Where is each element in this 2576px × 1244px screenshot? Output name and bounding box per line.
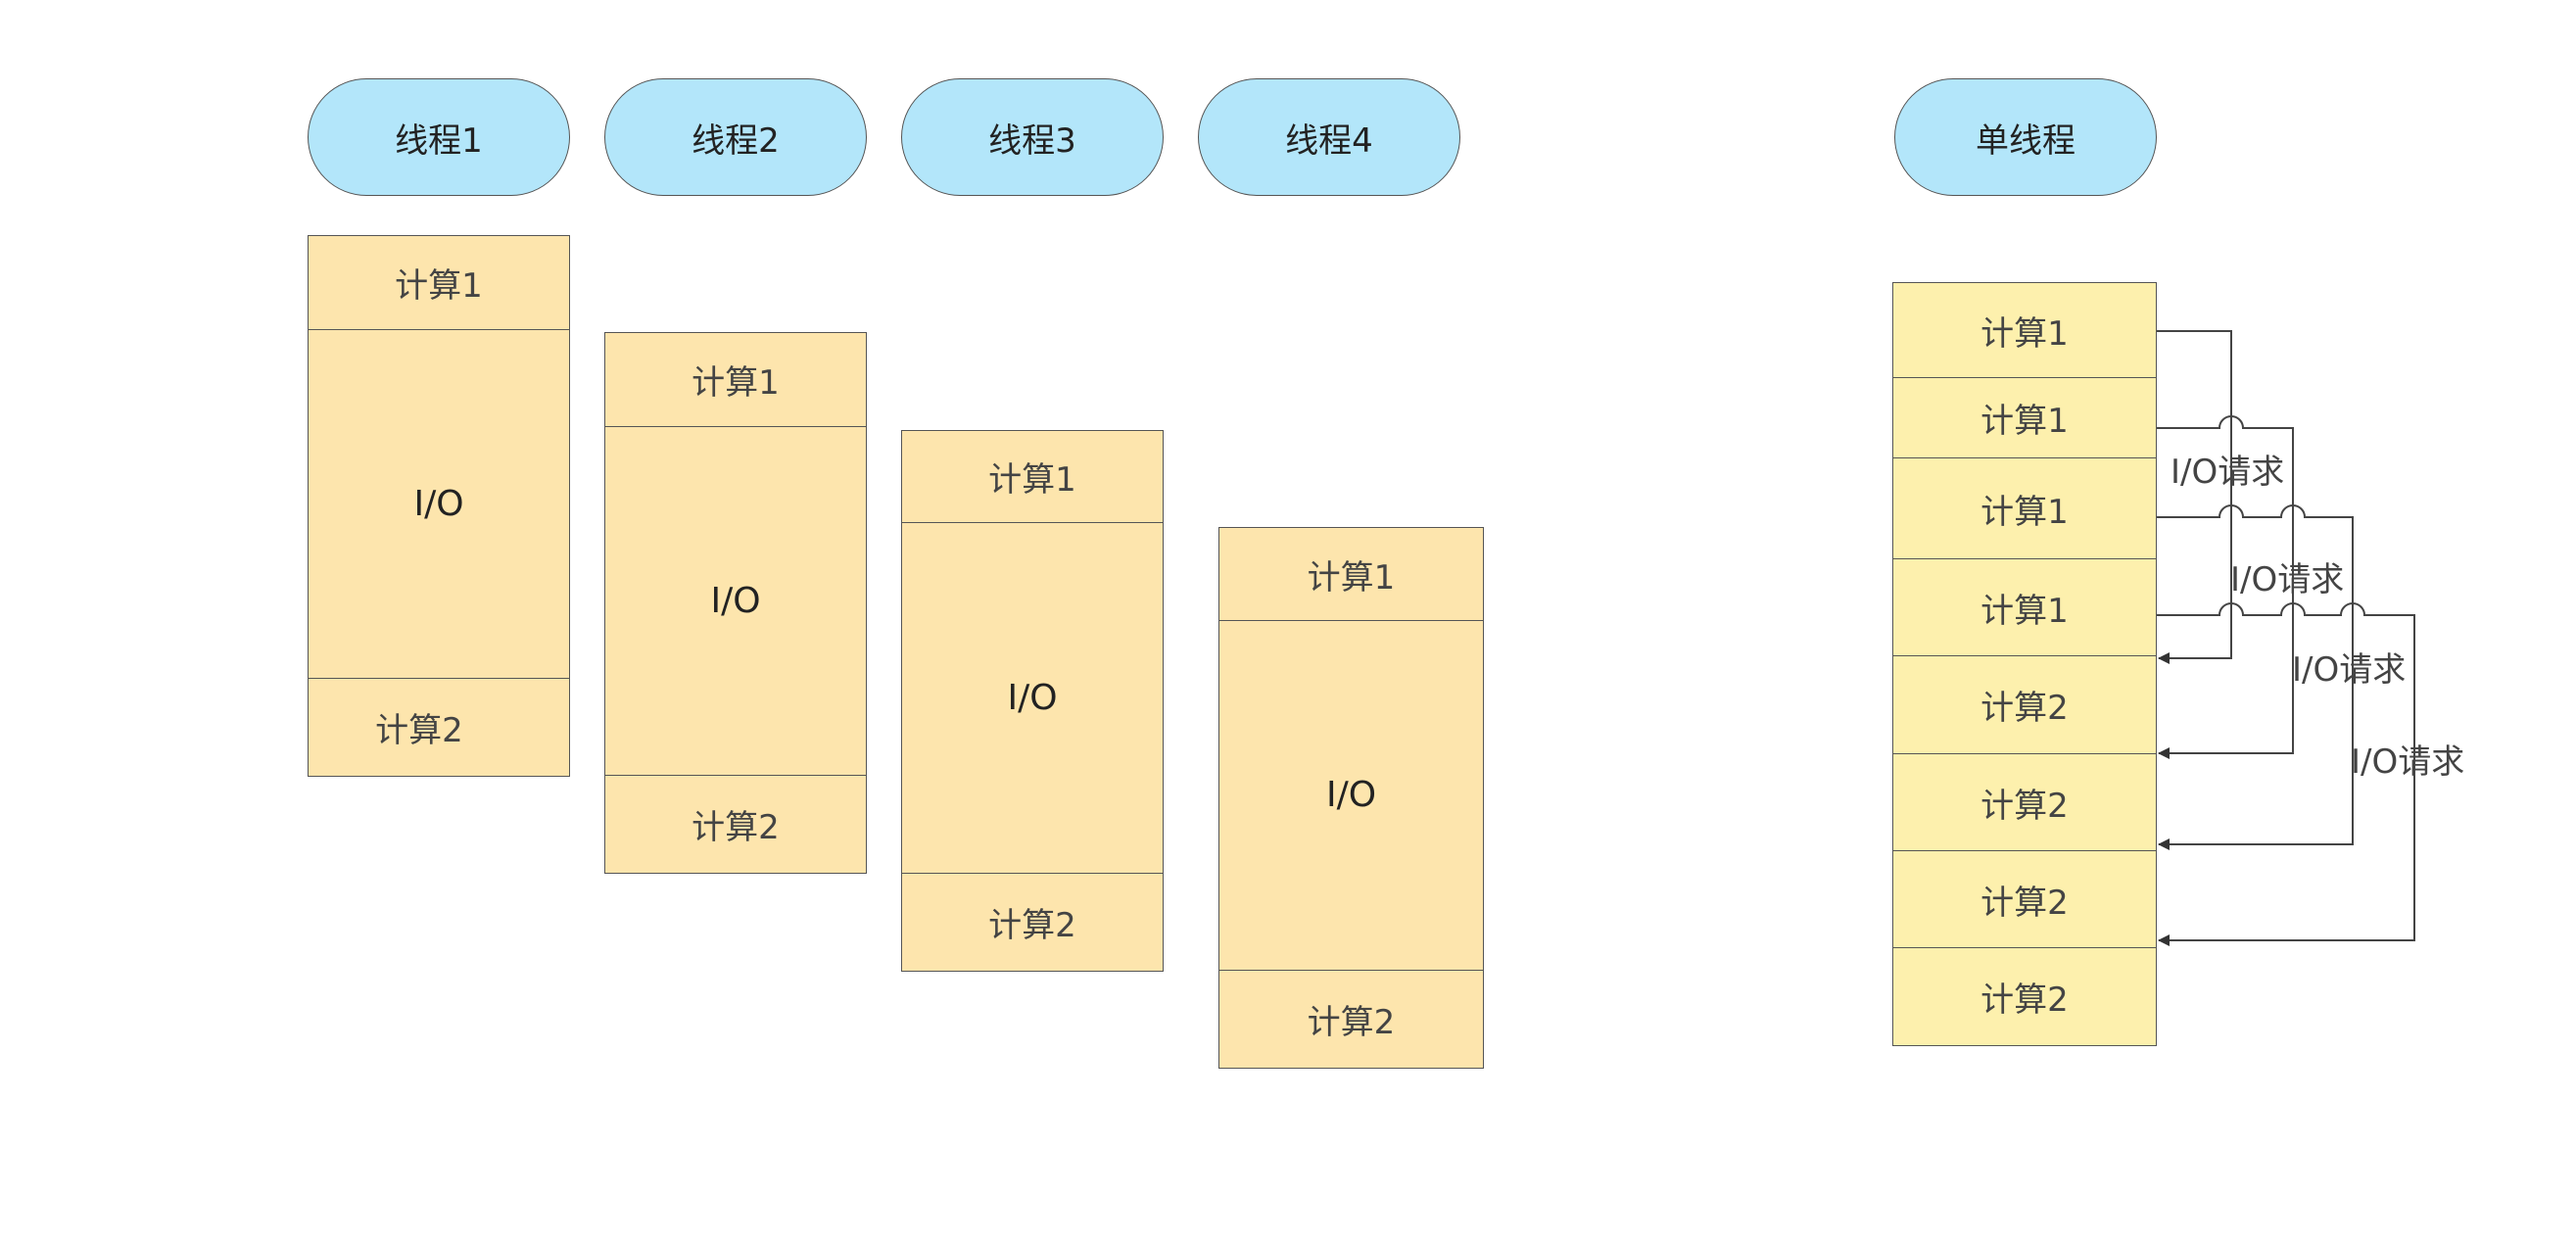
thread-4-compute2: 计算2 — [1307, 1002, 1396, 1042]
single-compute2-d: 计算2 — [1892, 947, 2157, 1046]
io-request-label-1: I/O请求 — [2171, 453, 2285, 492]
thread-4-header: 线程4 — [1198, 78, 1460, 196]
divider — [605, 775, 866, 776]
thread-4-timeline: 计算1 I/O 计算2 — [1218, 527, 1484, 1069]
divider — [1219, 620, 1483, 621]
thread-3-compute2: 计算2 — [988, 905, 1076, 945]
single-compute1-a: 计算1 — [1892, 282, 2157, 378]
thread-4-compute1: 计算1 — [1307, 557, 1396, 598]
thread-4-io: I/O — [1325, 775, 1377, 815]
single-compute2-b: 计算2 — [1892, 753, 2157, 851]
thread-3-io: I/O — [1007, 677, 1058, 718]
single-compute2-a: 计算2 — [1892, 655, 2157, 754]
thread-2-timeline: 计算1 I/O 计算2 — [604, 332, 867, 874]
divider — [902, 522, 1163, 523]
io-request-wire-4 — [2157, 602, 2415, 946]
divider — [309, 678, 569, 679]
io-request-label-2: I/O请求 — [2230, 560, 2345, 599]
divider — [1219, 970, 1483, 971]
thread-1-io: I/O — [413, 483, 464, 524]
thread-1-compute2: 计算2 — [375, 710, 463, 750]
single-compute1-c: 计算1 — [1892, 457, 2157, 559]
thread-2-io: I/O — [710, 580, 761, 621]
thread-1-compute1: 计算1 — [395, 266, 483, 306]
single-compute1-d: 计算1 — [1892, 558, 2157, 656]
thread-2-compute2: 计算2 — [692, 807, 780, 847]
single-compute2-c: 计算2 — [1892, 850, 2157, 948]
thread-3-timeline: 计算1 I/O 计算2 — [901, 430, 1164, 972]
thread-1-timeline: 计算1 I/O 计算2 — [308, 235, 570, 777]
divider — [309, 329, 569, 330]
io-request-wire-3 — [2157, 504, 2354, 850]
io-request-label-3: I/O请求 — [2292, 650, 2407, 690]
thread-1-header: 线程1 — [308, 78, 570, 196]
thread-2-header: 线程2 — [604, 78, 867, 196]
single-compute1-b: 计算1 — [1892, 377, 2157, 458]
divider — [902, 873, 1163, 874]
thread-3-compute1: 计算1 — [988, 460, 1076, 500]
io-request-wire-1 — [2157, 330, 2232, 664]
io-request-label-4: I/O请求 — [2351, 742, 2465, 782]
divider — [605, 426, 866, 427]
single-thread-header: 单线程 — [1894, 78, 2157, 196]
thread-3-header: 线程3 — [901, 78, 1164, 196]
io-request-wire-2 — [2157, 415, 2294, 759]
thread-2-compute1: 计算1 — [692, 363, 780, 403]
